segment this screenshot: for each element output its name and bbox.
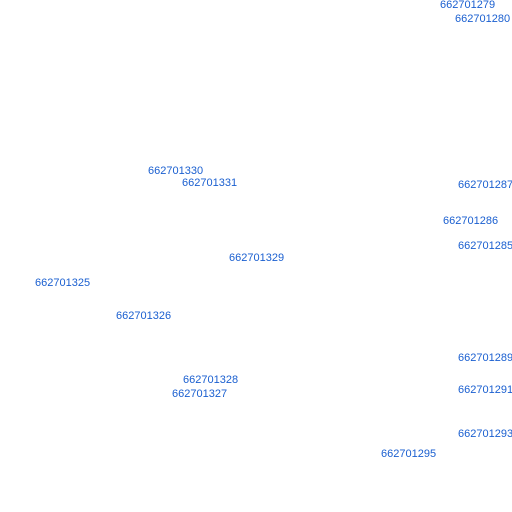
map-feature-label[interactable]: 662701329 (229, 252, 285, 264)
map-feature-label[interactable]: 662701279 (440, 0, 496, 11)
map-feature-label[interactable]: 662701331 (182, 177, 238, 189)
map-feature-label[interactable]: 662701291 (458, 384, 512, 396)
map-feature-label[interactable]: 662701327 (172, 388, 228, 400)
map-feature-label[interactable]: 662701289 (458, 352, 512, 364)
map-feature-label[interactable]: 662701287 (458, 179, 512, 191)
map-feature-label[interactable]: 662701285 (458, 240, 512, 252)
map-feature-label[interactable]: 662701325 (35, 277, 91, 289)
map-feature-label[interactable]: 662701326 (116, 310, 172, 322)
map-feature-label[interactable]: 662701295 (381, 448, 437, 460)
map-feature-label[interactable]: 662701280 (455, 13, 511, 25)
map-feature-label[interactable]: 662701328 (183, 374, 239, 386)
map-feature-label[interactable]: 662701286 (443, 215, 499, 227)
map-feature-label[interactable]: 662701330 (148, 165, 204, 177)
map-feature-label[interactable]: 662701293 (458, 428, 512, 440)
